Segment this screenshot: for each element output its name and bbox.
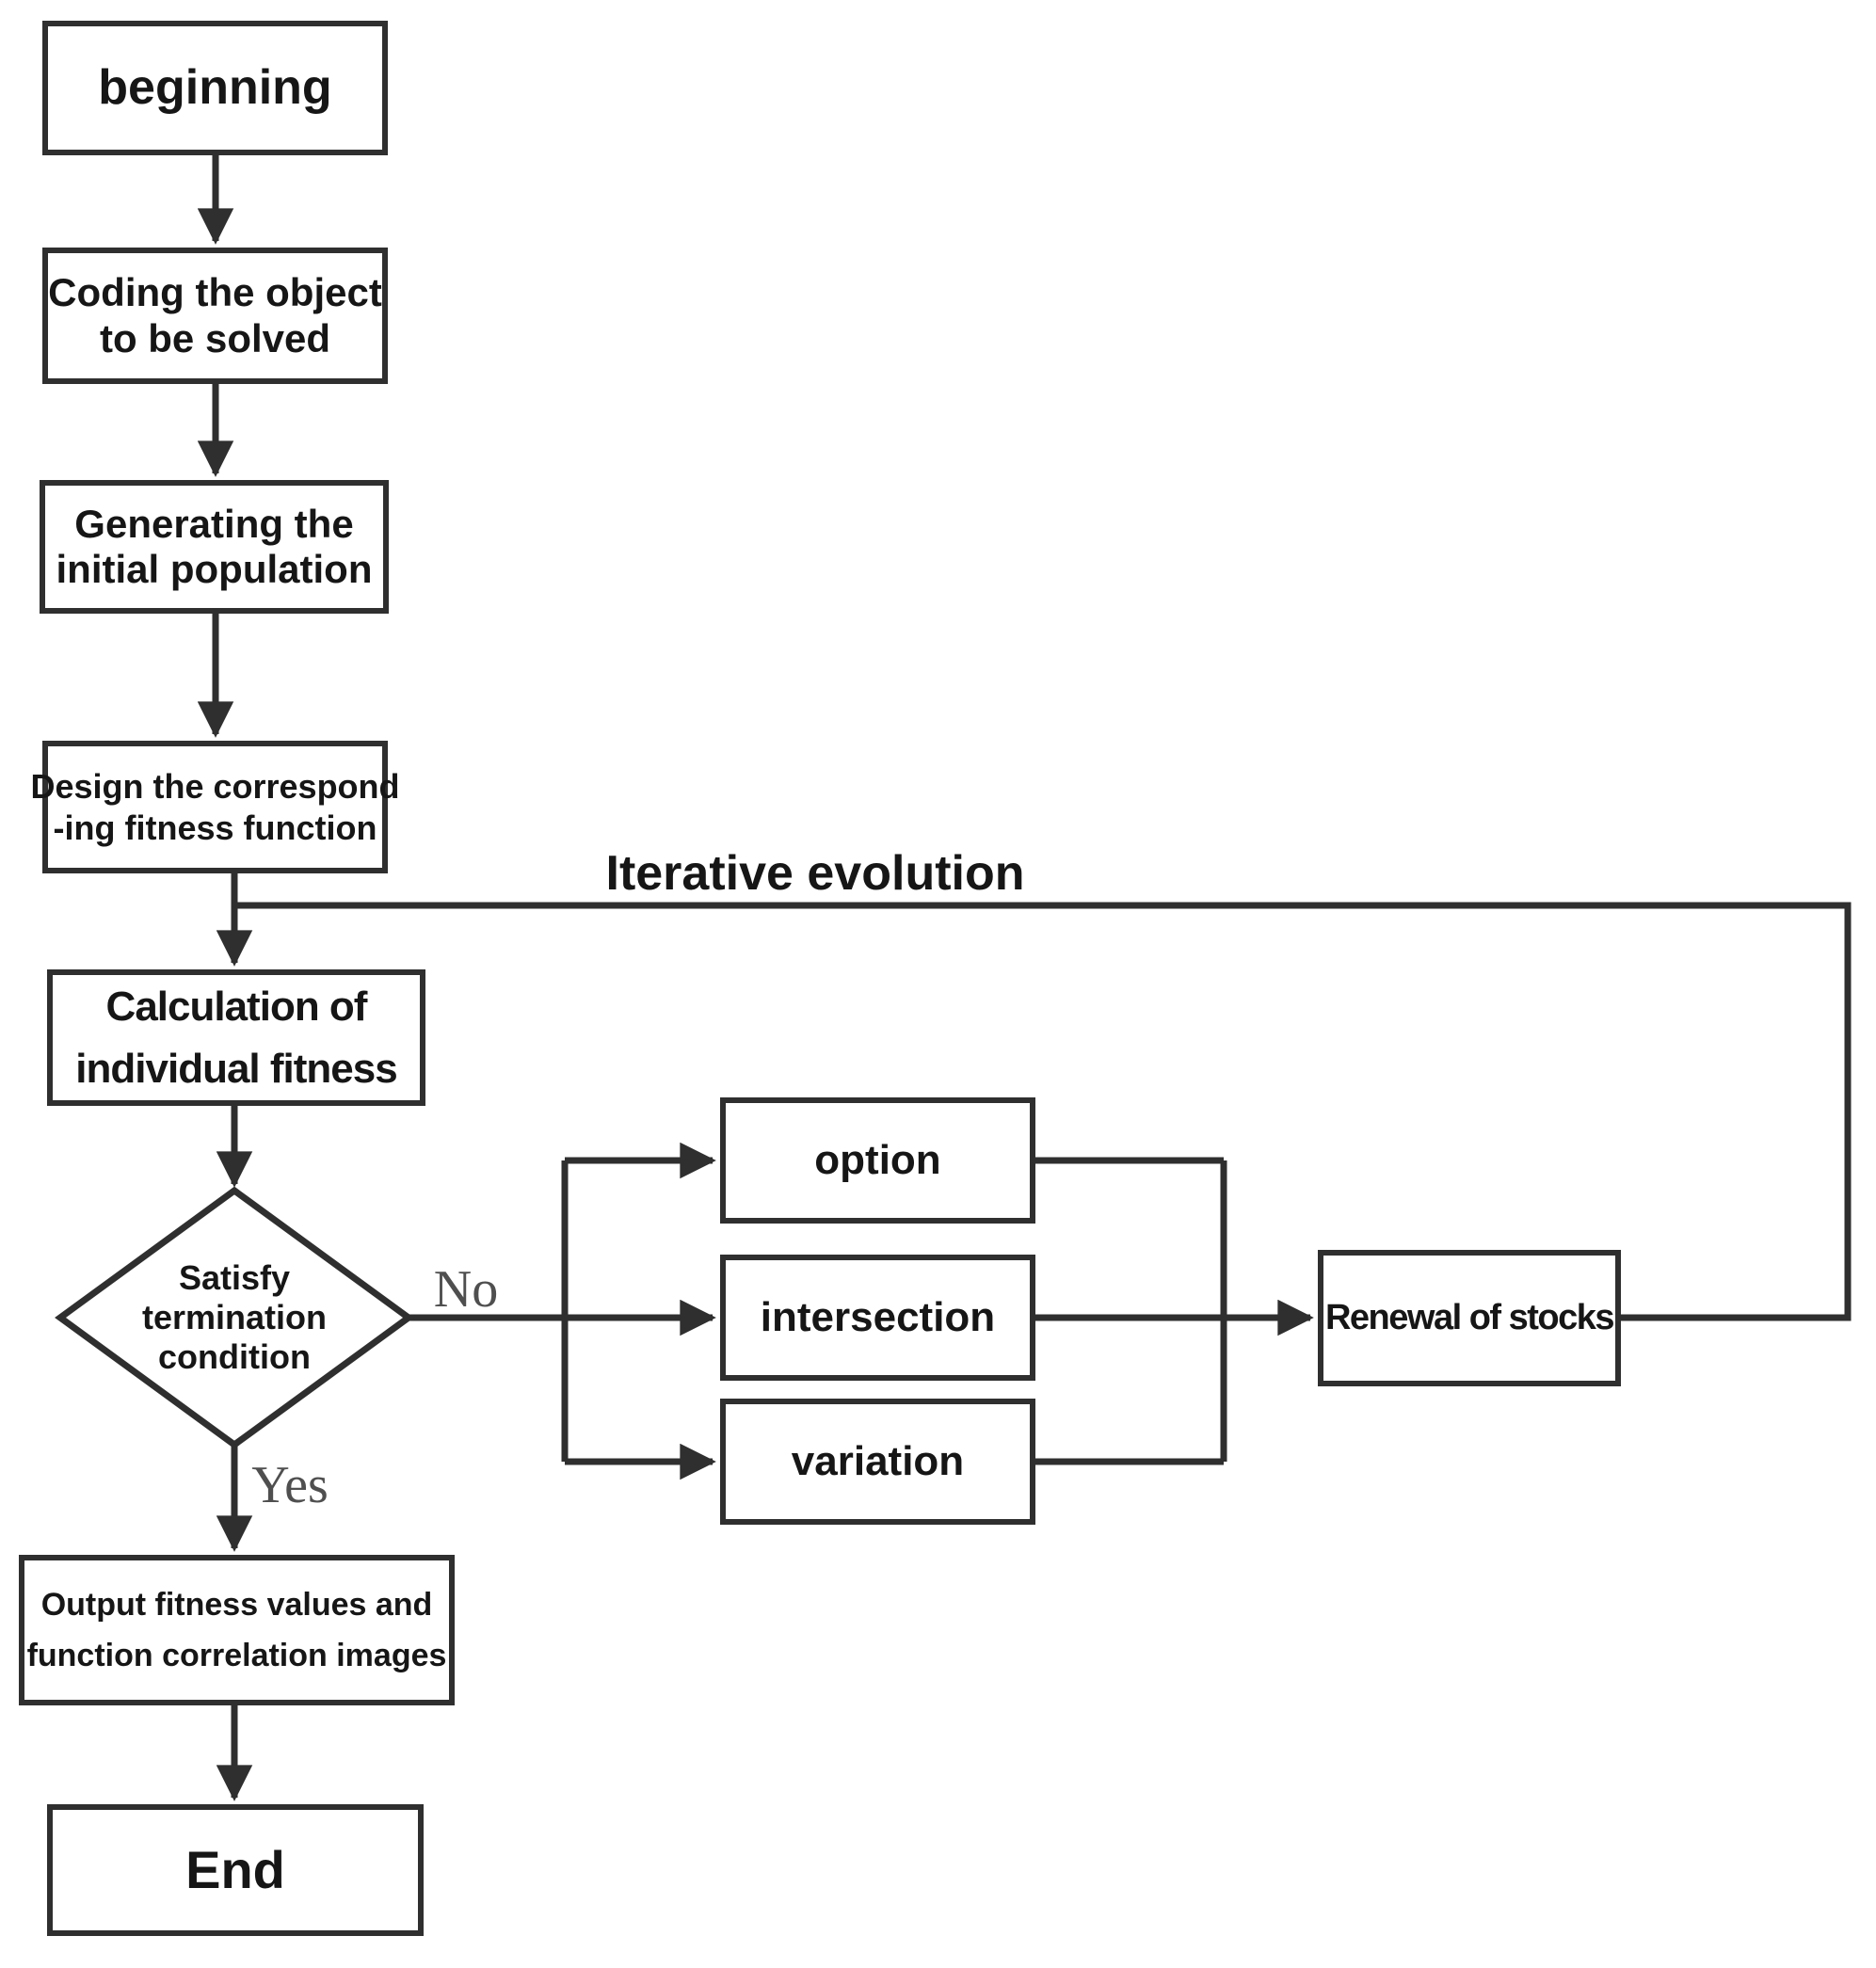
node-intersection: intersection	[720, 1255, 1035, 1381]
node-output-line1: Output fitness values and	[40, 1586, 433, 1623]
node-calculation-line1: Calculation of	[105, 983, 368, 1030]
node-generating-population: Generating the initial population	[40, 480, 389, 614]
node-design-fitness-function: Design the correspond -ing fitness funct…	[30, 741, 400, 873]
node-generating-line1: Generating the	[74, 501, 354, 546]
node-decision-line1: Satisfy	[178, 1258, 291, 1298]
node-variation-label: variation	[791, 1437, 965, 1484]
node-decision-line3: condition	[158, 1336, 311, 1376]
node-end: End	[47, 1804, 424, 1936]
branch-label-yes: Yes	[251, 1456, 329, 1514]
node-option: option	[720, 1097, 1035, 1224]
node-generating-line2: initial population	[56, 547, 373, 591]
decision-diamond	[55, 1186, 414, 1449]
node-renewal-label: Renewal of stocks	[1324, 1297, 1615, 1337]
node-output-fitness-values: Output fitness values and function corre…	[19, 1555, 455, 1705]
node-coding-line1: Coding the object	[48, 270, 382, 315]
node-output-line2: function correlation images	[26, 1638, 447, 1673]
branch-label-no: No	[433, 1260, 499, 1319]
node-calculation-line2: individual fitness	[75, 1045, 397, 1092]
node-beginning: beginning	[42, 21, 388, 155]
node-renewal-of-stocks: Renewal of stocks	[1318, 1250, 1621, 1386]
iterative-evolution-label: Iterative evolution	[605, 846, 1025, 901]
node-coding-line2: to be solved	[99, 315, 331, 360]
node-design-line1: Design the correspond	[30, 766, 400, 806]
node-option-label: option	[814, 1136, 941, 1183]
node-decision-satisfy-termination: Satisfy termination condition	[74, 1214, 394, 1421]
node-calculation-fitness: Calculation of individual fitness	[47, 969, 425, 1106]
node-variation: variation	[720, 1399, 1035, 1525]
node-end-label: End	[185, 1839, 285, 1899]
node-coding-object: Coding the object to be solved	[42, 248, 388, 384]
edge-iterative-loop	[234, 902, 1852, 1321]
node-beginning-label: beginning	[98, 59, 332, 115]
node-design-line2: -ing fitness function	[53, 808, 377, 847]
node-decision-line2: termination	[141, 1298, 327, 1337]
node-intersection-label: intersection	[760, 1293, 996, 1340]
